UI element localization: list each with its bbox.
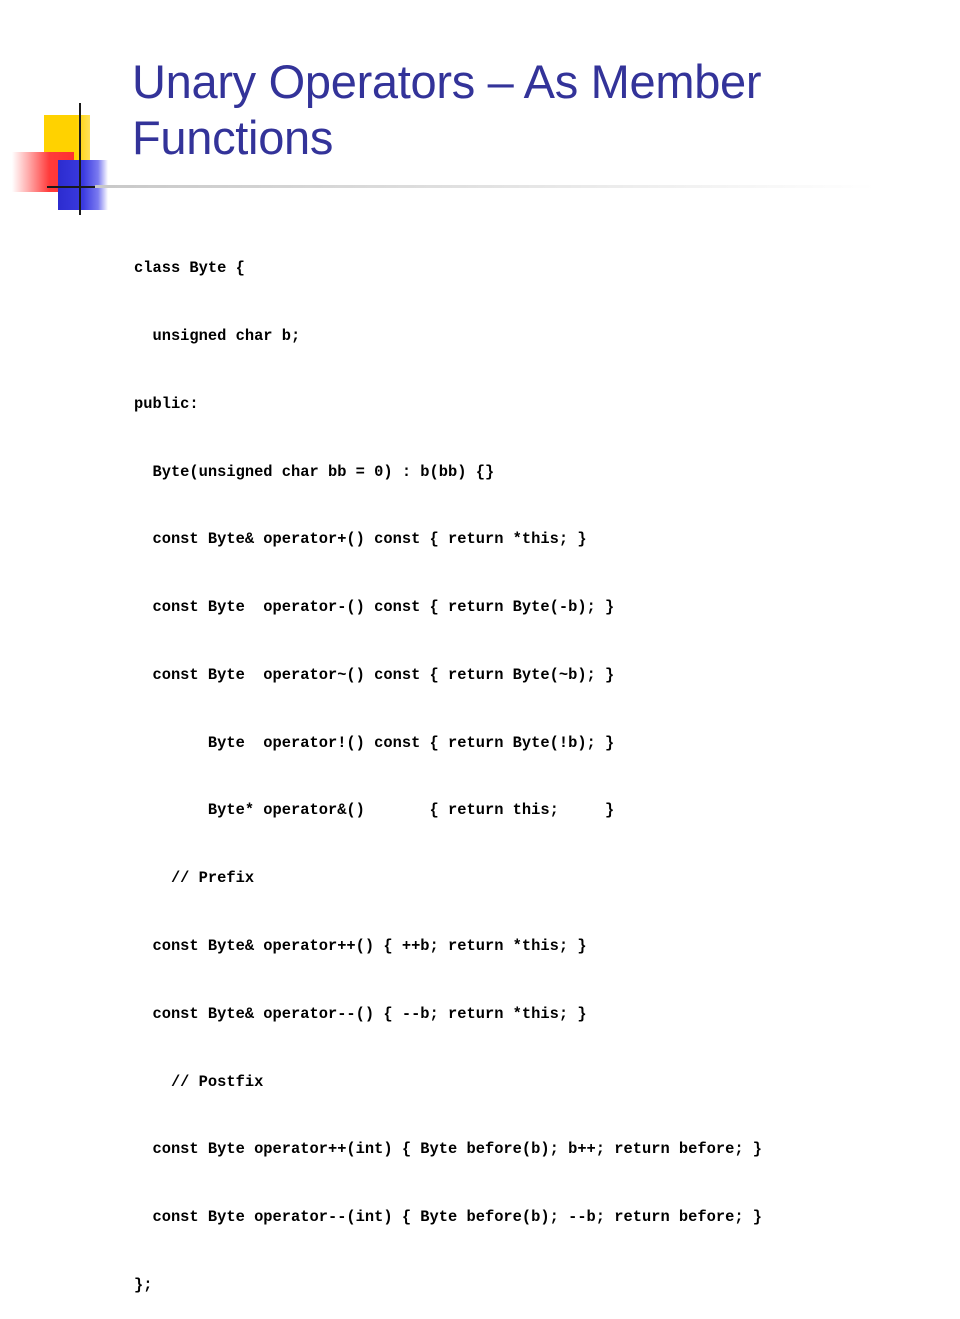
code-block: class Byte { unsigned char b; public: By… <box>134 212 762 1319</box>
slide-title: Unary Operators – As Member Functions <box>132 55 762 164</box>
code-line: class Byte { <box>134 259 245 278</box>
code-line: const Byte& operator+() const { return *… <box>134 530 587 549</box>
code-line: Byte operator!() const { return Byte(!b)… <box>134 733 615 752</box>
code-line: public: <box>134 394 199 413</box>
code-comment-postfix: // Postfix <box>134 1072 264 1091</box>
code-line: Byte(unsigned char bb = 0) : b(bb) {} <box>134 462 495 481</box>
decorative-vertical-line <box>79 103 81 215</box>
code-line: const Byte operator-() const { return By… <box>134 598 615 617</box>
code-comment-prefix: // Prefix <box>134 869 255 888</box>
code-line: unsigned char b; <box>134 326 301 345</box>
code-line: const Byte operator--(int) { Byte before… <box>134 1208 763 1227</box>
code-line: const Byte operator++(int) { Byte before… <box>134 1140 763 1159</box>
code-line: const Byte& operator--() { --b; return *… <box>134 1004 587 1023</box>
code-line: const Byte& operator++() { ++b; return *… <box>134 937 587 955</box>
code-line: }; <box>134 1275 153 1294</box>
code-line: const Byte operator~() const { return By… <box>134 665 615 684</box>
corner-decoration <box>0 0 140 230</box>
code-line: Byte* operator&() { return this; } <box>134 801 615 820</box>
decorative-horizontal-line <box>47 186 107 188</box>
title-underline <box>95 185 875 188</box>
